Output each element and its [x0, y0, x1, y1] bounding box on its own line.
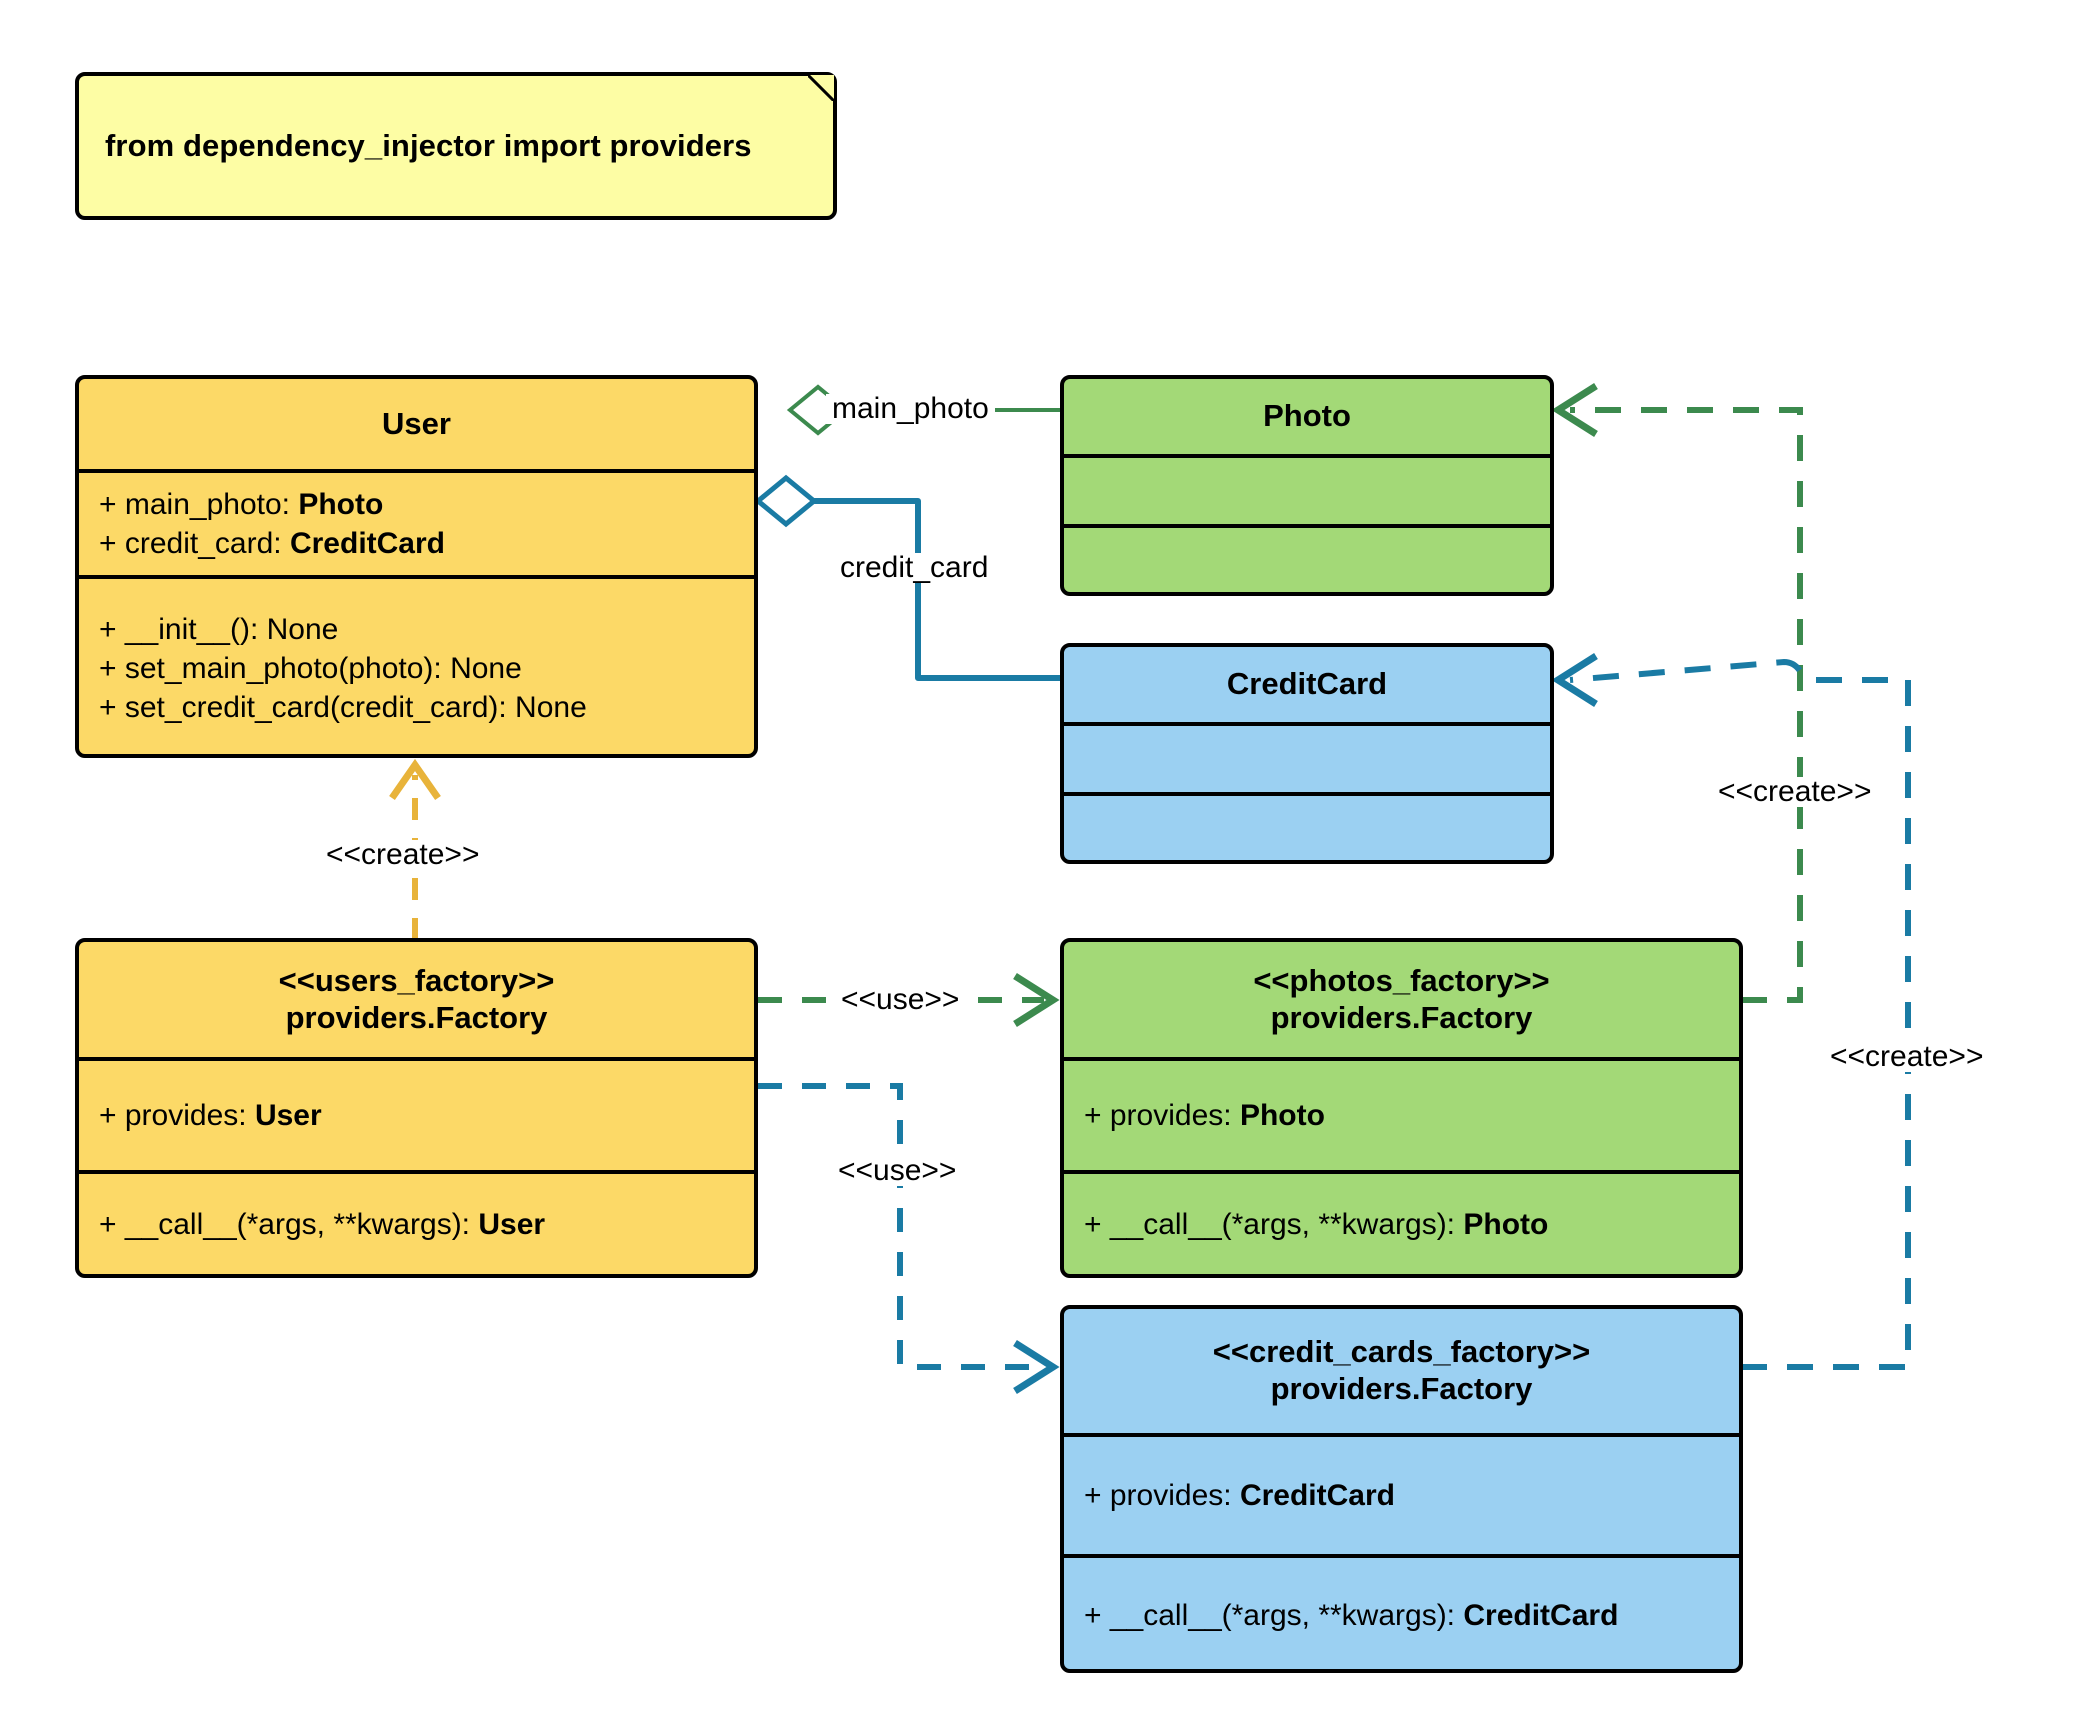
- edge-line-use-credit-cards: [758, 1083, 1044, 1370]
- class-box-credit-cards-factory[interactable]: <<credit_cards_factory>> providers.Facto…: [1060, 1305, 1743, 1673]
- class-credit-card-attributes-section: [1064, 722, 1550, 792]
- method-signature: __call__(*args, **kwargs):: [1109, 1599, 1456, 1632]
- method-signature: __call__(*args, **kwargs):: [124, 1207, 471, 1241]
- class-users-factory-method: + __call__(*args, **kwargs): User: [99, 1205, 734, 1244]
- class-users-factory-attribute: + provides: User: [99, 1096, 734, 1135]
- method-return-type: Photo: [1463, 1207, 1549, 1241]
- method-return-type: CreditCard: [1463, 1599, 1619, 1632]
- edge-label-create-credit-card: <<create>>: [1822, 1042, 1992, 1072]
- method-signature: set_main_photo(photo): None: [124, 652, 522, 685]
- attribute-name: main_photo:: [124, 488, 290, 521]
- note-fold-icon: [808, 75, 834, 101]
- visibility-marker: +: [1084, 1479, 1102, 1512]
- class-user-attributes-section: + main_photo: Photo + credit_card: Credi…: [79, 469, 754, 575]
- visibility-marker: +: [99, 691, 117, 724]
- visibility-marker: +: [1084, 1207, 1102, 1241]
- method-signature: set_credit_card(credit_card): None: [124, 691, 587, 724]
- visibility-marker: +: [99, 613, 117, 646]
- class-photo-title-section: Photo: [1064, 379, 1550, 454]
- attribute-name: provides:: [1109, 1479, 1232, 1512]
- aggregation-diamond-credit-card: [754, 474, 818, 528]
- class-users-factory-stereotype: <<users_factory>>: [278, 962, 555, 998]
- attribute-type: CreditCard: [289, 527, 445, 560]
- visibility-marker: +: [99, 1099, 117, 1132]
- edge-line-create-photo: [1570, 407, 1803, 1003]
- class-box-photos-factory[interactable]: <<photos_factory>> providers.Factory + p…: [1060, 938, 1743, 1278]
- class-user-method: + set_credit_card(credit_card): None: [99, 688, 734, 727]
- attribute-name: provides:: [1109, 1099, 1232, 1132]
- edge-label-create-photo: <<create>>: [1710, 777, 1880, 807]
- edge-label-use-credit-cards: <<use>>: [830, 1156, 965, 1186]
- class-users-factory-name: providers.Factory: [285, 999, 548, 1035]
- arrowhead-create-credit-card: [1551, 653, 1598, 707]
- arrowhead-create-user: [389, 758, 441, 801]
- note-import: from dependency_injector import provider…: [75, 72, 837, 220]
- class-user-attribute: + main_photo: Photo: [99, 485, 734, 524]
- attribute-type: Photo: [1239, 1099, 1325, 1132]
- class-user-title-section: User: [79, 379, 754, 469]
- attribute-name: credit_card:: [124, 527, 282, 560]
- class-photos-factory-method: + __call__(*args, **kwargs): Photo: [1084, 1205, 1719, 1244]
- class-credit-cards-factory-title-section: <<credit_cards_factory>> providers.Facto…: [1064, 1309, 1739, 1433]
- edge-create-photo: [1551, 383, 1803, 1003]
- class-credit-card-name: CreditCard: [1226, 666, 1388, 702]
- edge-label-use-photos: <<use>>: [833, 985, 968, 1015]
- class-credit-cards-factory-attribute: + provides: CreditCard: [1084, 1476, 1719, 1515]
- class-users-factory-title-section: <<users_factory>> providers.Factory: [79, 942, 754, 1057]
- class-box-photo[interactable]: Photo: [1060, 375, 1554, 596]
- method-signature: __init__(): None: [124, 613, 339, 646]
- attribute-type: User: [254, 1099, 322, 1132]
- class-user-method: + __init__(): None: [99, 610, 734, 649]
- class-photos-factory-stereotype: <<photos_factory>>: [1253, 962, 1550, 998]
- class-photo-name: Photo: [1263, 398, 1351, 434]
- class-credit-cards-factory-attributes-section: + provides: CreditCard: [1064, 1433, 1739, 1554]
- class-credit-cards-factory-methods-section: + __call__(*args, **kwargs): CreditCard: [1064, 1554, 1739, 1669]
- class-box-credit-card[interactable]: CreditCard: [1060, 643, 1554, 864]
- edge-label-create-user: <<create>>: [318, 840, 488, 870]
- arrowhead-create-photo: [1551, 383, 1598, 437]
- class-box-user[interactable]: User + main_photo: Photo + credit_card: …: [75, 375, 758, 758]
- method-signature: __call__(*args, **kwargs):: [1109, 1207, 1456, 1241]
- class-user-name: User: [382, 405, 451, 441]
- edge-line-credit-card: [814, 498, 1060, 681]
- attribute-type: CreditCard: [1239, 1479, 1395, 1512]
- visibility-marker: +: [99, 488, 117, 521]
- method-return-type: User: [478, 1207, 546, 1241]
- class-box-users-factory[interactable]: <<users_factory>> providers.Factory + pr…: [75, 938, 758, 1278]
- class-user-method: + set_main_photo(photo): None: [99, 649, 734, 688]
- arrowhead-use-photos: [1013, 973, 1060, 1027]
- class-credit-card-methods-section: [1064, 792, 1550, 860]
- class-credit-cards-factory-method: + __call__(*args, **kwargs): CreditCard: [1084, 1596, 1719, 1635]
- note-text: from dependency_injector import provider…: [105, 128, 752, 163]
- class-user-attribute: + credit_card: CreditCard: [99, 524, 734, 563]
- visibility-marker: +: [1084, 1099, 1102, 1132]
- edge-label-main-photo: main_photo: [826, 394, 995, 424]
- edge-label-credit-card: credit_card: [834, 553, 995, 583]
- class-credit-card-title-section: CreditCard: [1064, 647, 1550, 722]
- class-photos-factory-title-section: <<photos_factory>> providers.Factory: [1064, 942, 1739, 1057]
- class-photos-factory-attributes-section: + provides: Photo: [1064, 1057, 1739, 1170]
- visibility-marker: +: [99, 1207, 117, 1241]
- class-users-factory-attributes-section: + provides: User: [79, 1057, 754, 1170]
- class-photos-factory-methods-section: + __call__(*args, **kwargs): Photo: [1064, 1170, 1739, 1274]
- visibility-marker: +: [99, 527, 117, 560]
- class-users-factory-methods-section: + __call__(*args, **kwargs): User: [79, 1170, 754, 1274]
- arrowhead-use-credit-cards: [1013, 1340, 1060, 1394]
- class-credit-cards-factory-stereotype: <<credit_cards_factory>>: [1212, 1334, 1591, 1370]
- class-photos-factory-attribute: + provides: Photo: [1084, 1096, 1719, 1135]
- class-photo-attributes-section: [1064, 454, 1550, 524]
- attribute-type: Photo: [298, 488, 384, 521]
- class-credit-cards-factory-name: providers.Factory: [1270, 1371, 1533, 1406]
- attribute-name: provides:: [124, 1099, 247, 1132]
- visibility-marker: +: [1084, 1599, 1102, 1632]
- class-photo-methods-section: [1064, 524, 1550, 592]
- class-photos-factory-name: providers.Factory: [1270, 999, 1533, 1035]
- visibility-marker: +: [99, 652, 117, 685]
- edge-use-credit-cards: [758, 1083, 1060, 1394]
- class-user-methods-section: + __init__(): None + set_main_photo(phot…: [79, 575, 754, 754]
